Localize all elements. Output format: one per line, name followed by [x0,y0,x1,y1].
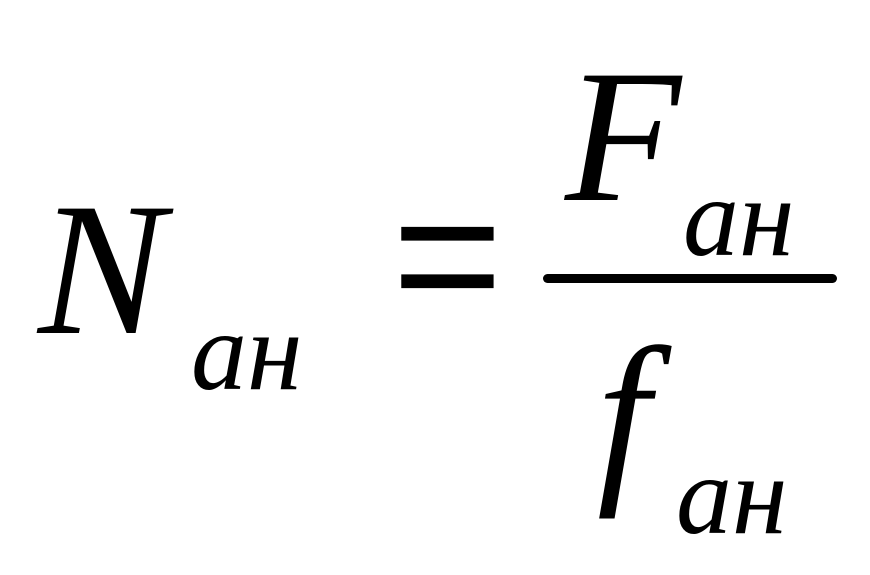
fraction-bar [543,274,837,283]
denominator-subscript: ан [676,434,788,558]
equals-sign: = [392,149,503,361]
lhs-symbol: N [38,165,165,375]
numerator-subscript: ан [683,156,795,280]
numerator-symbol: F [565,32,682,242]
denominator-symbol: f [597,310,650,520]
lhs-subscript: ан [191,290,303,414]
